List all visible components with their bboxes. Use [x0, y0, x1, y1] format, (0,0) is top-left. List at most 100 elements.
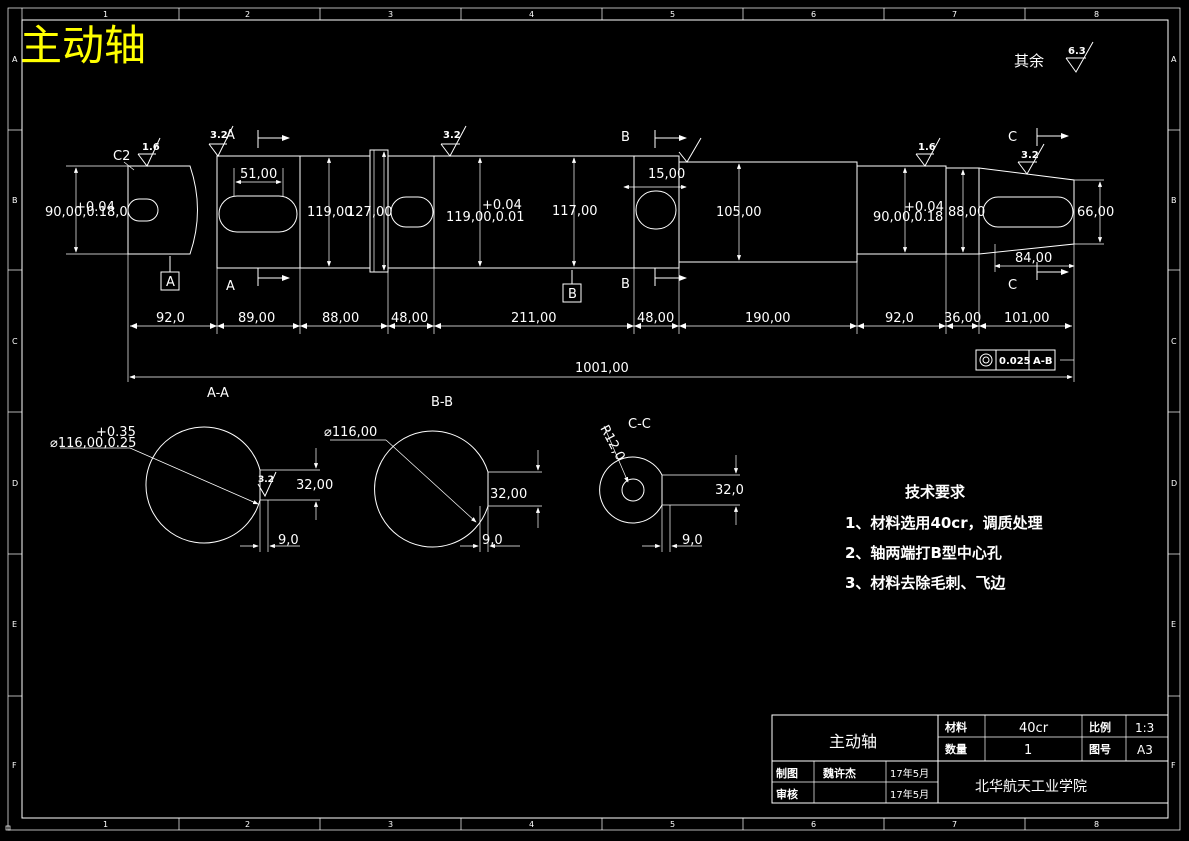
dim-d6: 105,00 [716, 205, 762, 220]
roughness-symbol-icon [208, 125, 234, 157]
roughness-4: 1.6 [918, 142, 936, 153]
zone-col-4: 4 [529, 10, 534, 19]
zone-col-7: 7 [952, 10, 957, 19]
roughness-symbol-icon [257, 471, 277, 498]
dim-d7-tol: +0.04 [904, 200, 944, 215]
zone-labels: 1 2 3 4 5 6 7 8 1 2 3 4 5 6 7 8 A B C D … [12, 10, 1177, 829]
tb-drawn-date: 17年5月 [890, 767, 929, 780]
tech-title: 技术要求 [905, 483, 966, 501]
zone-col-8-bottom: 8 [1094, 820, 1099, 829]
zone-row-e-right: E [1171, 620, 1176, 629]
zone-row-a: A [12, 55, 18, 64]
shaft-step-8 [678, 161, 858, 263]
bb-width: 9,0 [482, 533, 503, 548]
zone-col-1-bottom: 1 [103, 820, 108, 829]
dim-d3: 127,00 [347, 205, 393, 220]
zone-col-2-bottom: 2 [245, 820, 250, 829]
dim-d4: 119,00,0.01 [446, 210, 525, 225]
tb-material-label: 材料 [945, 720, 967, 734]
bb-diameter: ⌀116,00 [324, 425, 377, 440]
label-chamfer: C2 [113, 149, 130, 164]
dim-d2: 119,00 [307, 205, 353, 220]
label-section-a-bottom: A [226, 279, 235, 294]
zone-row-a-right: A [1171, 55, 1177, 64]
tech-item-2: 2、轴两端打B型中心孔 [845, 544, 1002, 562]
dim-d4-tol: +0.04 [482, 198, 522, 213]
dim-d7: 90,00,0.18 [873, 210, 943, 225]
aa-diameter: ⌀116,00,0.25 [50, 436, 136, 451]
roughness-1: 1.6 [142, 142, 160, 153]
zone-row-b: B [12, 196, 18, 205]
diameter-dimensions: +0.04 90,00,0.18,0 119,00 127,00 +0.04 1… [45, 151, 1114, 271]
view-bb-title: B-B [431, 395, 453, 410]
zone-col-8: 8 [1094, 10, 1099, 19]
zone-row-c: C [12, 337, 18, 346]
dim-d8: 88,00 [948, 205, 985, 220]
zone-col-6: 6 [811, 10, 816, 19]
dim-length-3: 88,00 [322, 311, 359, 326]
aa-tolerance: +0.35 [96, 425, 136, 440]
cc-depth: 32,0 [715, 483, 744, 498]
tb-part-name: 主动轴 [829, 732, 877, 751]
dim-length-10: 101,00 [1004, 311, 1050, 326]
keyway-1 [218, 195, 298, 233]
tb-sheet-value: A3 [1137, 743, 1153, 757]
length-dimensions: 92,0 89,00 88,00 48,00 211,00 48,00 190,… [127, 244, 1075, 382]
tech-item-3: 3、材料去除毛刺、飞边 [845, 574, 1006, 592]
shaft-taper-end [978, 167, 1075, 255]
dim-d5: 117,00 [552, 204, 598, 219]
tb-qty-label: 数量 [945, 742, 967, 756]
shaft-end-section-hatch [127, 165, 198, 255]
section-view-bb: 32,00 9,0 ⌀116,00 [324, 425, 542, 552]
roughness-symbol-icon [137, 137, 161, 167]
label-datum-a: A [166, 275, 175, 290]
tb-scale-value: 1:3 [1135, 721, 1154, 735]
dim-length-6: 48,00 [637, 311, 674, 326]
aa-roughness: 3.2 [258, 475, 274, 485]
drawing-title: 主动轴 [20, 21, 146, 70]
roughness-symbol-icon [1017, 143, 1045, 175]
cc-width: 9,0 [682, 533, 703, 548]
dim-d1-tol: +0.04 [75, 200, 115, 215]
zone-col-3: 3 [388, 10, 393, 19]
roughness-note-symbol-icon [1065, 41, 1094, 73]
tb-drawn-name: 魏许杰 [822, 766, 856, 780]
title-block: 主动轴 材料 40cr 比例 1:3 数量 1 图号 A3 制图 魏许杰 17年… [771, 714, 1169, 804]
label-section-a-top: A [226, 128, 235, 143]
dim-length-8: 92,0 [885, 311, 914, 326]
concentricity-icon [979, 353, 993, 367]
view-aa-title: A-A [207, 386, 229, 401]
roughness-note-label: 其余 [1014, 52, 1044, 70]
zone-row-f: F [12, 761, 17, 770]
tb-drawn-label: 制图 [776, 766, 798, 780]
dim-length-5: 211,00 [511, 311, 557, 326]
shaft-main-view [127, 149, 1075, 273]
roughness-note-value: 6.3 [1068, 46, 1086, 57]
keyway-dimensions: 51,00 15,00 84,00 [233, 167, 1075, 272]
zone-row-d-right: D [1171, 479, 1177, 488]
label-section-c-top: C [1008, 130, 1017, 145]
runout-datum: A-B [1033, 356, 1053, 367]
keyway-4 [982, 196, 1074, 228]
bb-depth: 32,00 [490, 487, 527, 502]
dim-total-length: 1001,00 [575, 361, 629, 376]
label-section-c-bottom: C [1008, 278, 1017, 293]
shaft-step-5 [387, 155, 435, 269]
shaft-step-10 [945, 167, 980, 255]
general-roughness-note: 其余 6.3 [1014, 41, 1094, 73]
zone-col-1: 1 [103, 10, 108, 19]
dim-length-2: 89,00 [238, 311, 275, 326]
roughness-5: 3.2 [1021, 150, 1039, 161]
zone-col-7-bottom: 7 [952, 820, 957, 829]
zone-row-b-right: B [1171, 196, 1177, 205]
zone-col-5: 5 [670, 10, 675, 19]
keyway-3 [635, 190, 677, 230]
zone-row-e: E [12, 620, 17, 629]
dim-length-7: 190,00 [745, 311, 791, 326]
roughness-symbol-icon [440, 125, 467, 157]
runout-value: 0.025 [999, 356, 1031, 367]
technical-requirements: 技术要求 1、材料选用40cr，调质处理 2、轴两端打B型中心孔 3、材料去除毛… [845, 483, 1043, 592]
zone-row-f-right: F [1171, 761, 1176, 770]
chamfer-roughness-icon [678, 137, 702, 163]
